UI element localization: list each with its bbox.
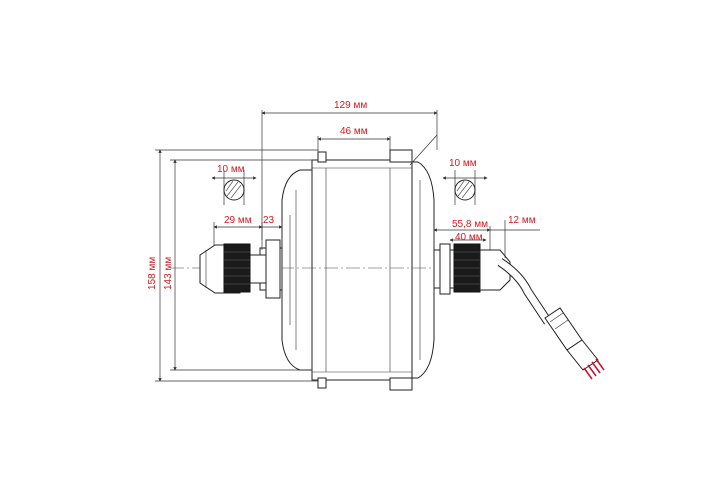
motor-body — [281, 149, 435, 391]
left-axle-flat-section — [211, 170, 257, 205]
dim-label-hub-width: 46 мм — [340, 126, 368, 137]
right-axle-nut — [453, 243, 481, 293]
left-axle — [199, 239, 283, 299]
dim-label-left-spacer: 23 — [263, 215, 275, 226]
motor-cable — [497, 258, 605, 380]
dim-label-left-flat: 10 мм — [217, 164, 245, 175]
dim-label-right-flat: 10 мм — [449, 158, 477, 169]
right-axle-flat-section — [442, 170, 488, 205]
cable-connector — [544, 307, 605, 380]
dim-label-cable-offset: 12 мм — [508, 215, 536, 226]
dim-label-left-axle: 29 мм — [224, 215, 252, 226]
dim-label-inner-diameter: 143 мм — [163, 257, 174, 290]
left-axle-nut — [223, 243, 251, 293]
dim-label-outer-diameter: 158 мм — [147, 257, 158, 290]
dim-label-right-axle-inner: 40 мм — [455, 232, 483, 243]
dimension-lines — [155, 110, 540, 382]
dim-label-overall-width: 129 мм — [334, 100, 367, 111]
dim-label-right-axle-total: 55,8 мм — [452, 219, 488, 230]
right-axle — [433, 243, 511, 295]
